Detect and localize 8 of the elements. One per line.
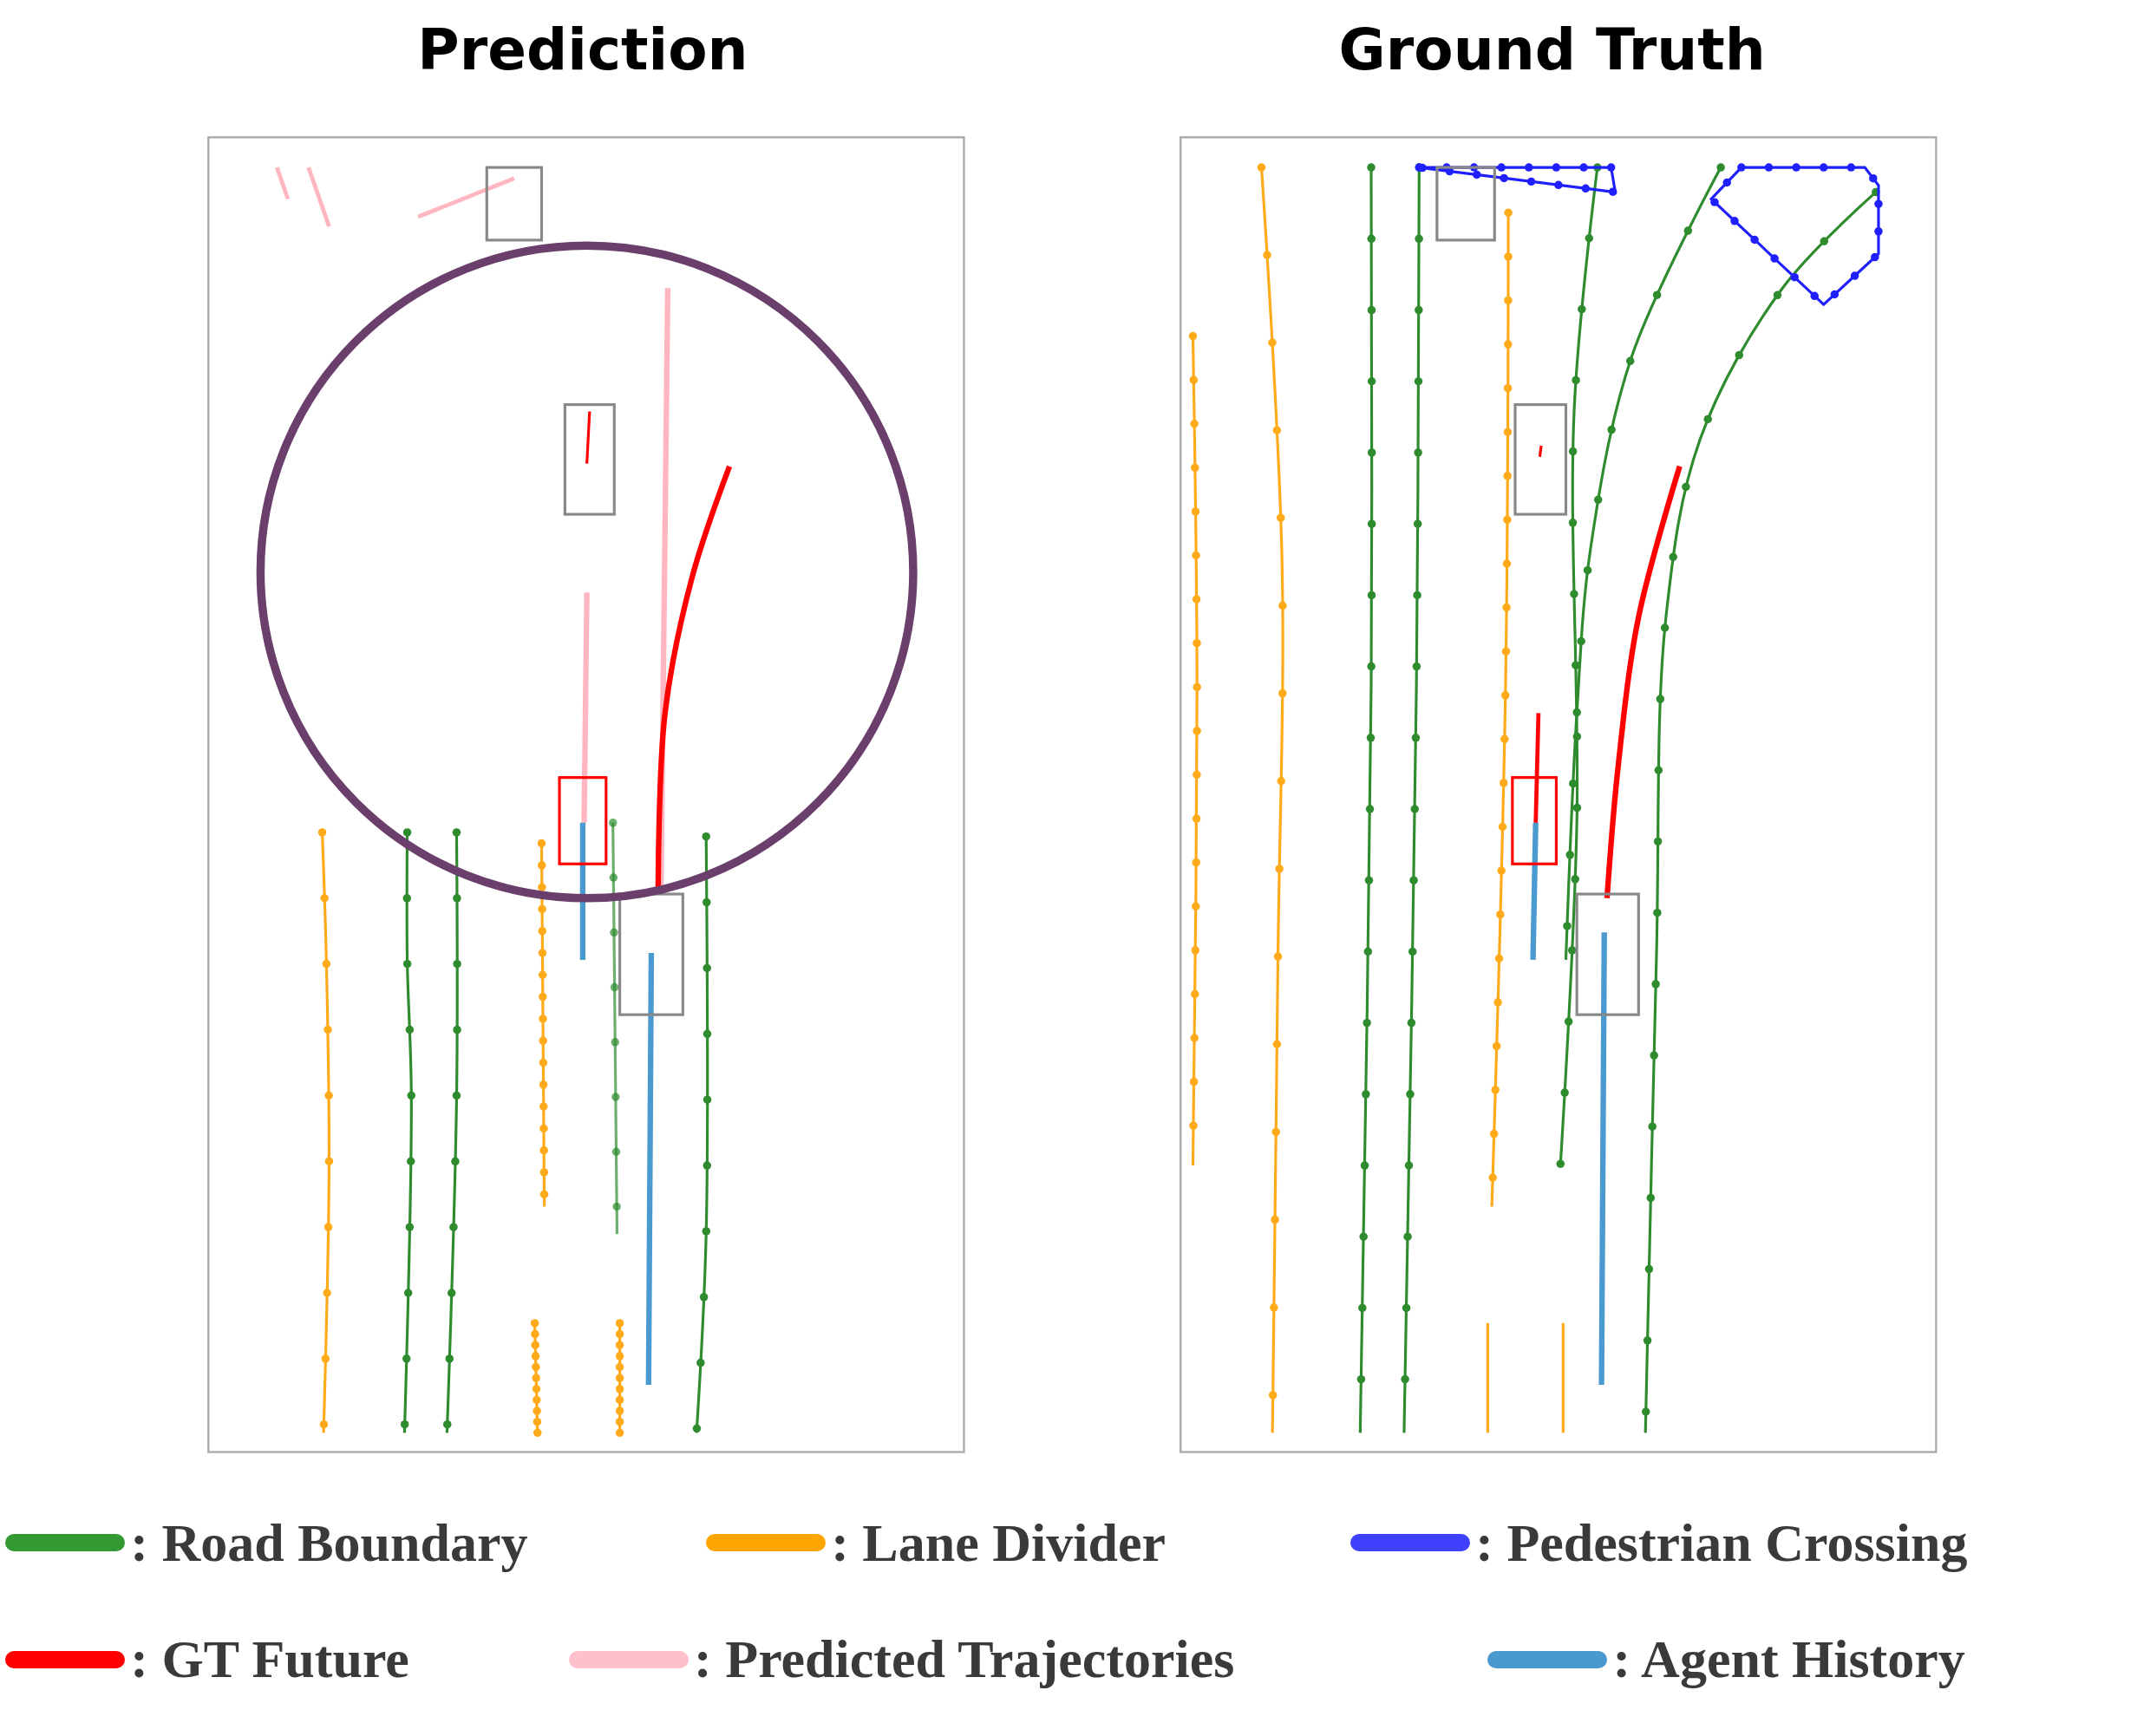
legend-label: : GT Future: [130, 1628, 409, 1691]
panel-title: Ground Truth: [1338, 16, 1766, 83]
panel-title: Prediction: [417, 16, 748, 83]
legend-label: : Predicted Trajectories: [694, 1628, 1235, 1691]
legend-label: : Road Boundary: [130, 1511, 528, 1574]
legend-label: : Lane Divider: [831, 1511, 1166, 1574]
legend-label: : Pedestrian Crossing: [1475, 1511, 1968, 1574]
legend-label: : Agent History: [1612, 1628, 1965, 1691]
